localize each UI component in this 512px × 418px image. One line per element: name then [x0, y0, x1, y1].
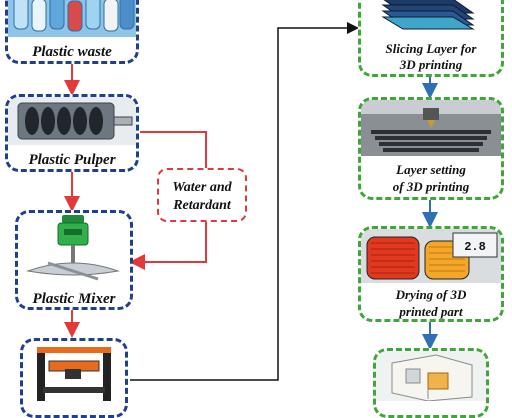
- printed-part-icon: [376, 351, 486, 401]
- filament-spools-icon: 2.8: [361, 229, 501, 283]
- slicing-layer-box: Slicing Layer for 3D printing: [358, 0, 504, 77]
- layer-setting-label-line2: of 3D printing: [392, 179, 470, 194]
- drying-label-line1: Drying of 3D: [395, 287, 467, 302]
- plastic-waste-box: Plastic waste: [5, 0, 139, 64]
- print-nozzle-icon: [361, 100, 501, 156]
- slicing-label-line1: Slicing Layer for: [385, 41, 477, 56]
- drying-label-line2: printed part: [399, 304, 463, 319]
- line-printer-to-slicer: [130, 22, 359, 381]
- shredder-icon: [8, 97, 136, 145]
- drying-box: 2.8 Drying of 3D printed part: [358, 226, 504, 322]
- mixer-icon: [26, 215, 120, 281]
- slicing-label-line2: 3D printing: [399, 57, 463, 72]
- layer-setting-box: Layer setting of 3D printing: [358, 97, 504, 200]
- plastic-mixer-box: Plastic Mixer: [15, 210, 133, 310]
- plastic-waste-label: Plastic waste: [32, 44, 112, 60]
- hygrometer-reading: 2.8: [464, 240, 486, 254]
- 3d-printer-icon: [37, 347, 111, 401]
- plastic-mixer-label: Plastic Mixer: [32, 291, 116, 307]
- water-retardant-box: Water and Retardant: [157, 168, 247, 222]
- additive-label-line2: Retardant: [173, 198, 231, 213]
- layer-setting-label-line1: Layer setting: [396, 162, 466, 177]
- additive-label-line1: Water and: [172, 180, 232, 195]
- plastic-pulper-label: Plastic Pulper: [28, 152, 116, 168]
- plastic-bottles-icon: [8, 0, 136, 37]
- printed-part-box: [373, 348, 489, 418]
- plastic-pulper-box: Plastic Pulper: [5, 94, 139, 172]
- slicer-layers-icon: [381, 0, 475, 30]
- line-additive-to-mixer: [129, 222, 207, 270]
- line-pulper-to-additive: [140, 131, 207, 168]
- flow-connectors: [64, 22, 438, 381]
- 3d-printer-box: [20, 338, 128, 418]
